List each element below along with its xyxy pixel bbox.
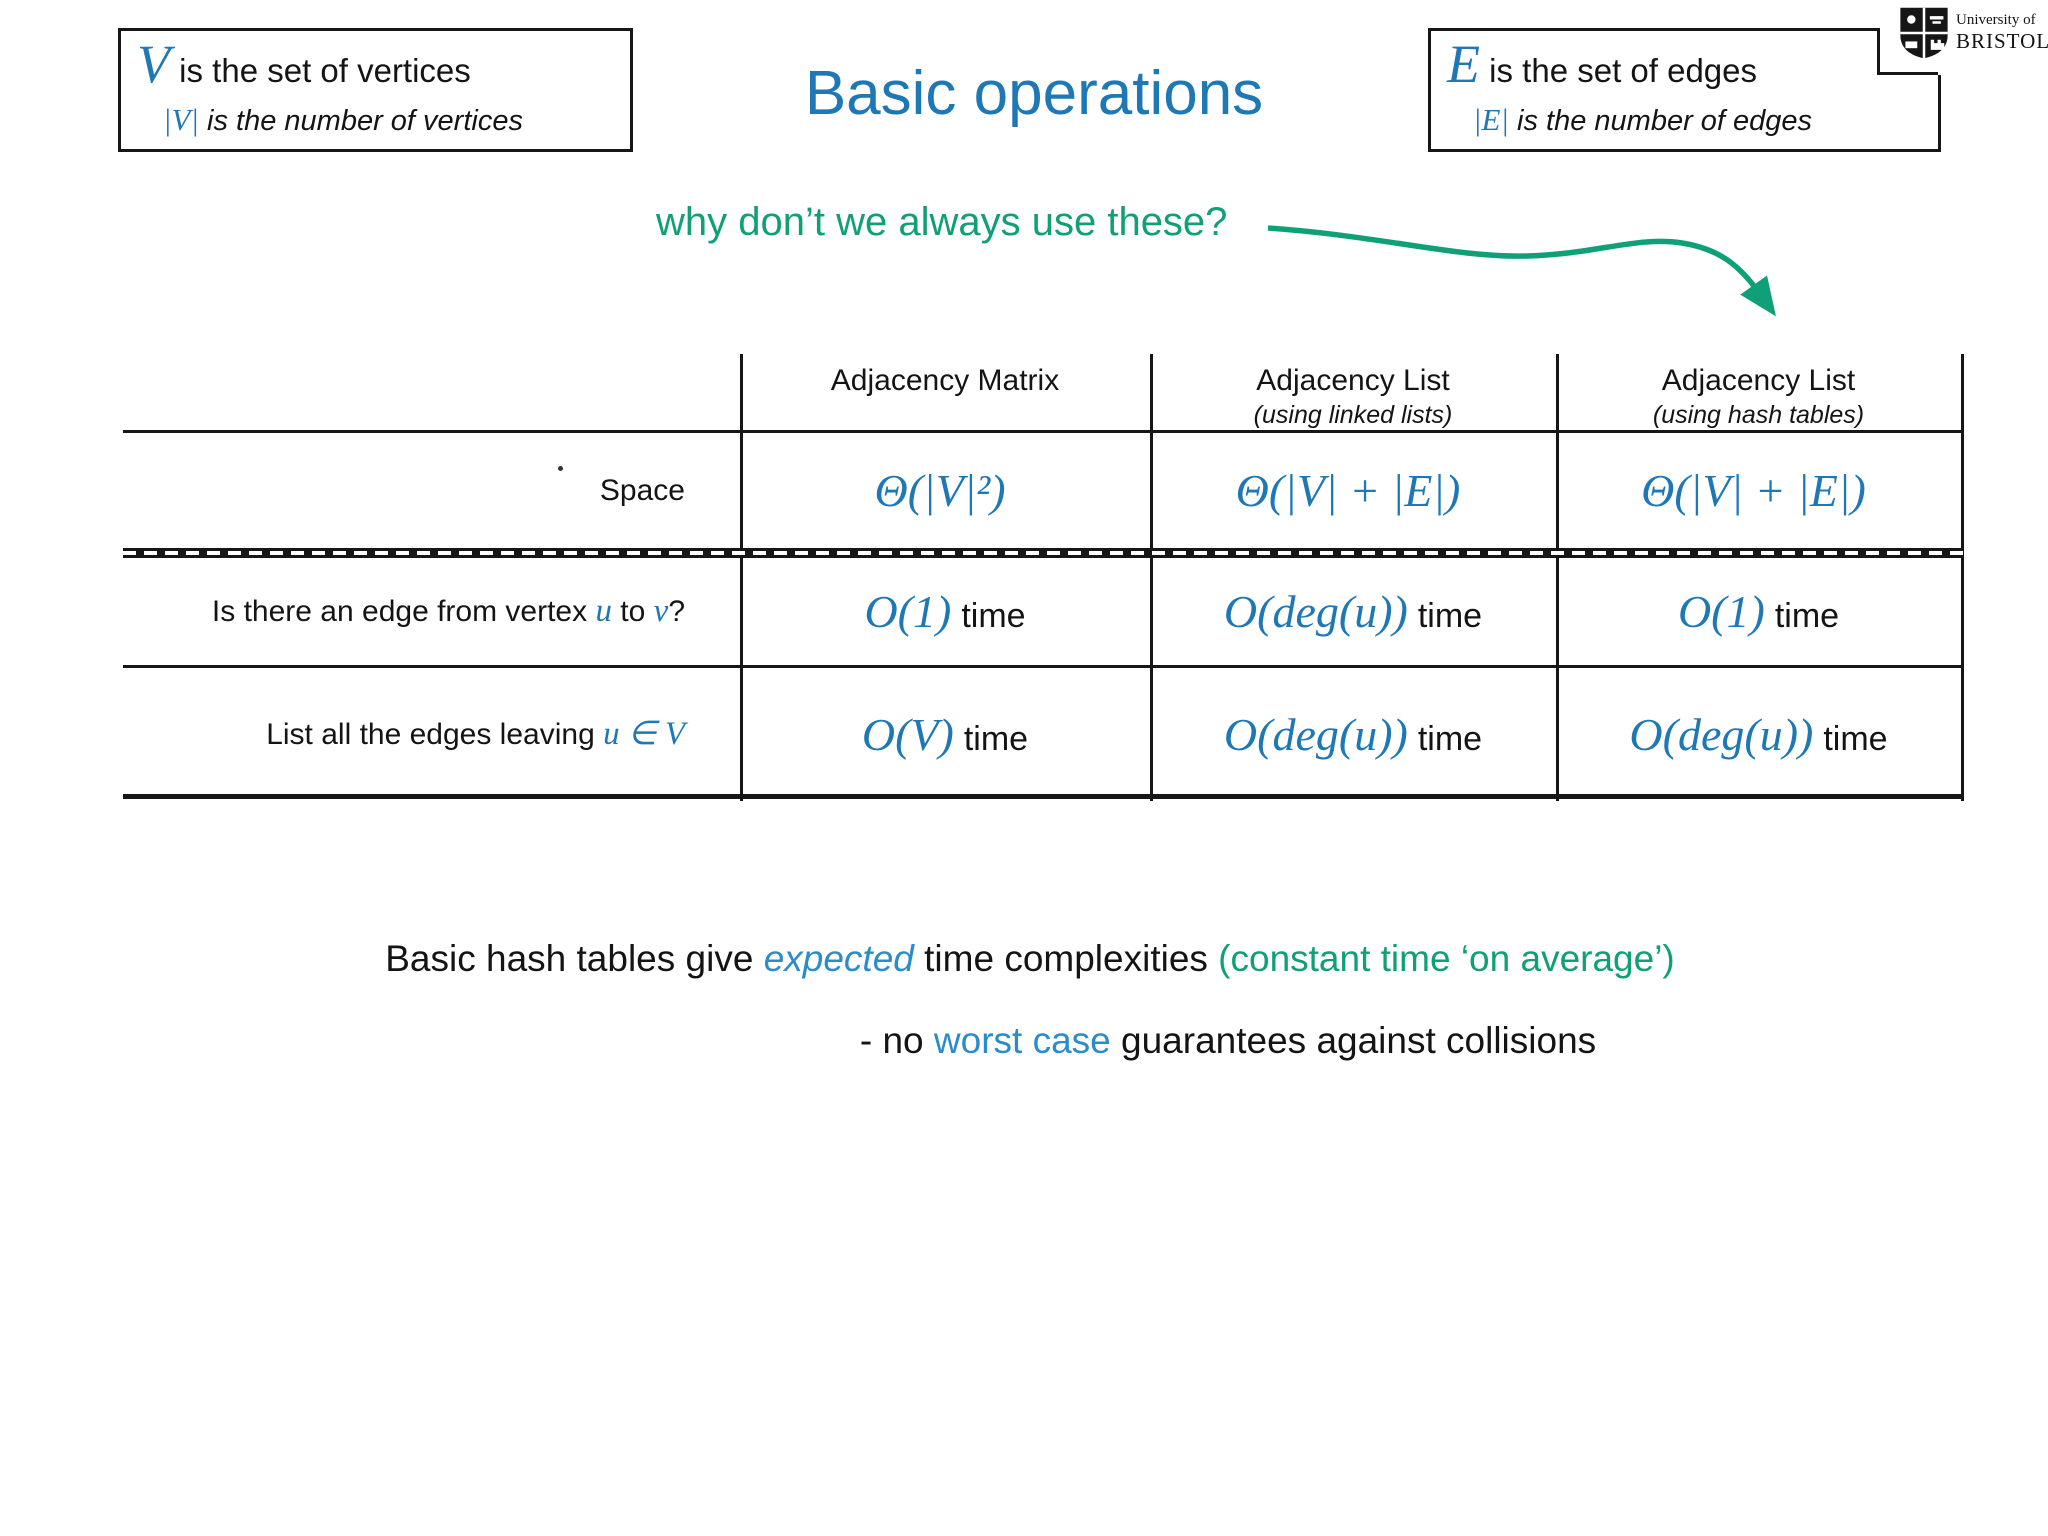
col-header-adjacency-list-hash: Adjacency List (using hash tables) xyxy=(1556,364,1961,429)
table-vline-3 xyxy=(1556,354,1559,801)
vertices-cardinality-text: is the number of vertices xyxy=(198,105,523,137)
emphasis-worst-case: worst case xyxy=(933,1020,1111,1061)
row-label-edge-query: Is there an edge from vertex u to v? xyxy=(211,593,685,629)
cell-space-hash-table: Θ(|V| + |E|) xyxy=(1641,465,1866,516)
cell-edge-query-hash-table: O(1)time xyxy=(1677,586,1840,637)
table-vline-2 xyxy=(1150,354,1153,801)
vertices-cardinality-symbol: |V| xyxy=(163,102,199,137)
emphasis-constant-time: (constant time ‘on average’) xyxy=(1218,938,1675,979)
edges-cardinality-symbol: |E| xyxy=(1473,102,1509,137)
bristol-logo: University of BRISTOL xyxy=(1898,4,2048,64)
table-row-rule xyxy=(123,665,1964,668)
edges-cardinality-text: is the number of edges xyxy=(1508,105,1813,137)
table-vline-right xyxy=(1961,354,1964,801)
edges-symbol: E xyxy=(1447,34,1480,94)
annotation-arrow-icon xyxy=(1267,225,1776,317)
table-header-rule xyxy=(123,430,1964,433)
table-dashed-rule xyxy=(123,548,1964,558)
edges-definition-text: is the set of edges xyxy=(1480,52,1758,89)
row-label-space: Space xyxy=(599,474,685,507)
col-header-subtitle: (using hash tables) xyxy=(1652,401,1865,429)
page-title: Basic operations xyxy=(804,59,1264,128)
cell-space-matrix: Θ(|V|²) xyxy=(874,465,1006,516)
bristol-crest-icon xyxy=(1900,7,1948,59)
col-header-subtitle: (using linked lists) xyxy=(1253,401,1453,429)
footer-note-1: Basic hash tables give expected time com… xyxy=(385,938,1675,979)
edges-definition-box: E is the set of edges |E| is the number … xyxy=(1428,28,1952,152)
col-header-adjacency-matrix: Adjacency Matrix xyxy=(740,364,1150,401)
cell-edge-query-matrix: O(1)time xyxy=(864,586,1026,637)
logo-name: BRISTOL xyxy=(1956,29,2048,53)
emphasis-expected: expected xyxy=(763,938,914,979)
cell-list-edges-linked-list: O(deg(u))time xyxy=(1223,709,1483,760)
col-header-title: Adjacency List xyxy=(1256,364,1450,397)
col-header-adjacency-list-linked: Adjacency List (using linked lists) xyxy=(1150,364,1556,429)
annotation-question: why don’t we always use these? xyxy=(656,200,1228,244)
vertices-definition-text: is the set of vertices xyxy=(170,52,471,89)
cell-list-edges-hash-table: O(deg(u))time xyxy=(1629,709,1888,760)
cell-edge-query-linked-list: O(deg(u))time xyxy=(1223,586,1483,637)
row-label-list-edges: List all the edges leaving u ∈ V xyxy=(266,716,685,752)
col-header-title: Adjacency Matrix xyxy=(830,364,1060,397)
cell-list-edges-matrix: O(V)time xyxy=(861,709,1029,760)
vertices-symbol: V xyxy=(137,34,170,94)
notch-edge-horizontal xyxy=(1877,72,1938,75)
stray-dot xyxy=(558,466,563,471)
table-bottom-rule xyxy=(123,794,1964,799)
logo-institution: University of xyxy=(1956,12,2036,28)
footer-note-2: - no worst case guarantees against colli… xyxy=(859,1020,1597,1061)
table-vline-1 xyxy=(740,354,743,801)
cell-space-linked-list: Θ(|V| + |E|) xyxy=(1235,465,1461,516)
col-header-title: Adjacency List xyxy=(1661,364,1856,397)
vertices-definition-box: V is the set of vertices |V| is the numb… xyxy=(118,28,633,152)
notch-edge-vertical xyxy=(1877,28,1880,75)
